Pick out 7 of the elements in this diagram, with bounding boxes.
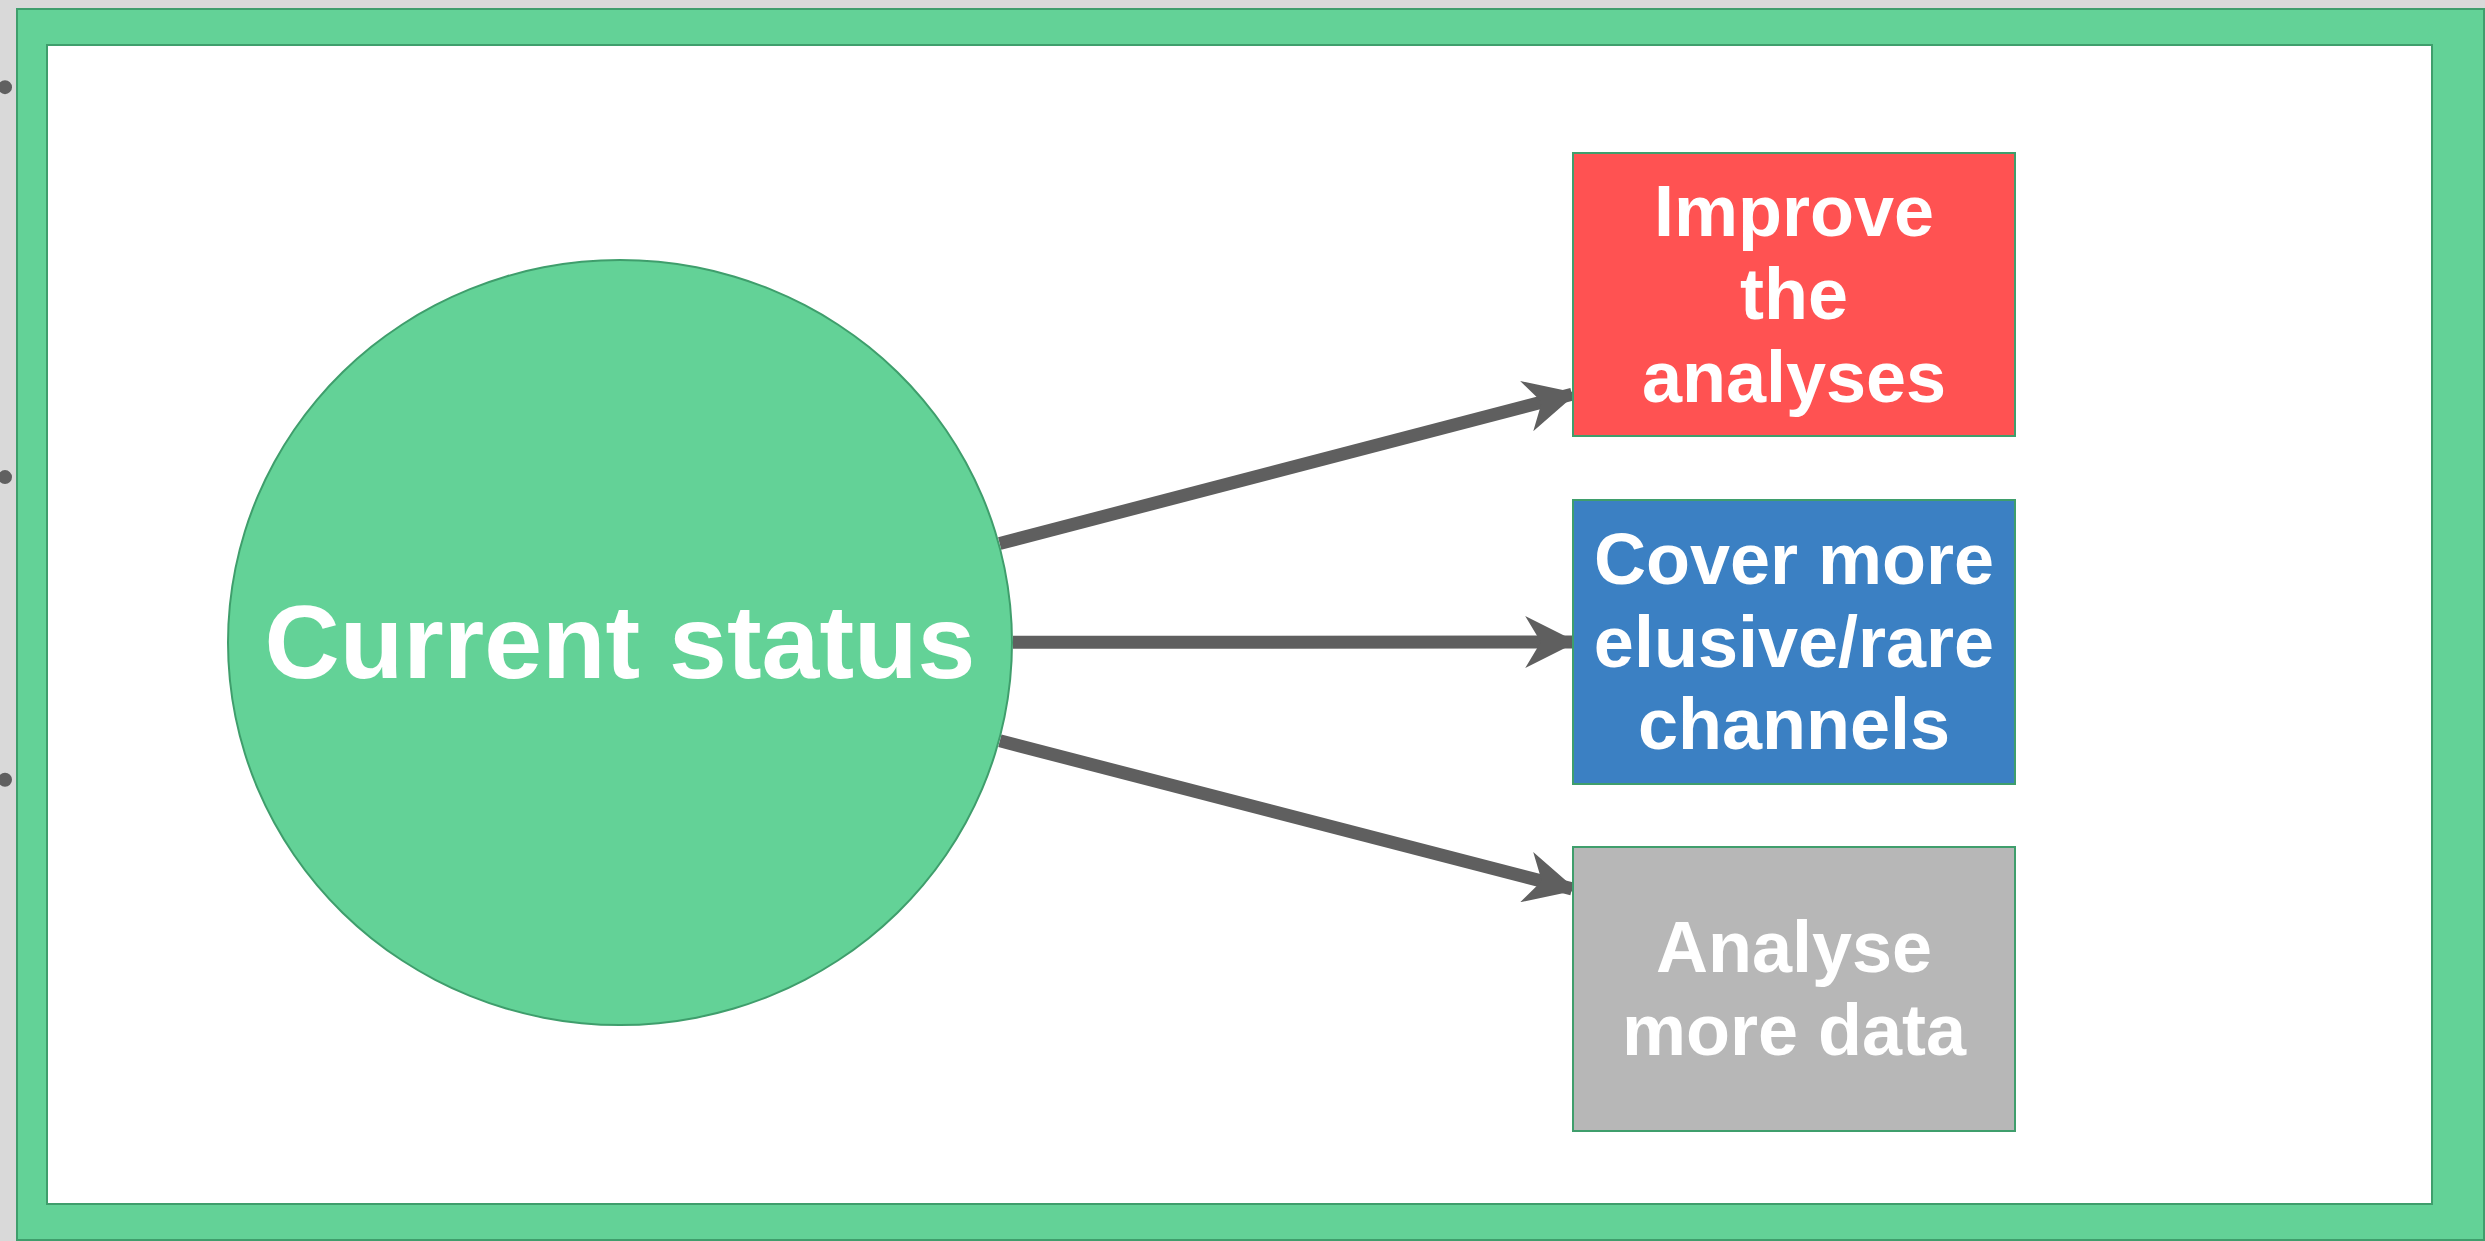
goal-box [1572, 499, 2016, 785]
goal-box [1572, 846, 2016, 1132]
node-label: Current status [264, 582, 976, 702]
node-label: Improve the analyses [1640, 170, 1948, 419]
node-label: Analyse more data [1620, 906, 1968, 1072]
goal-box [1572, 152, 2016, 437]
node-label: Cover more elusive/rare channels [1593, 517, 1995, 767]
